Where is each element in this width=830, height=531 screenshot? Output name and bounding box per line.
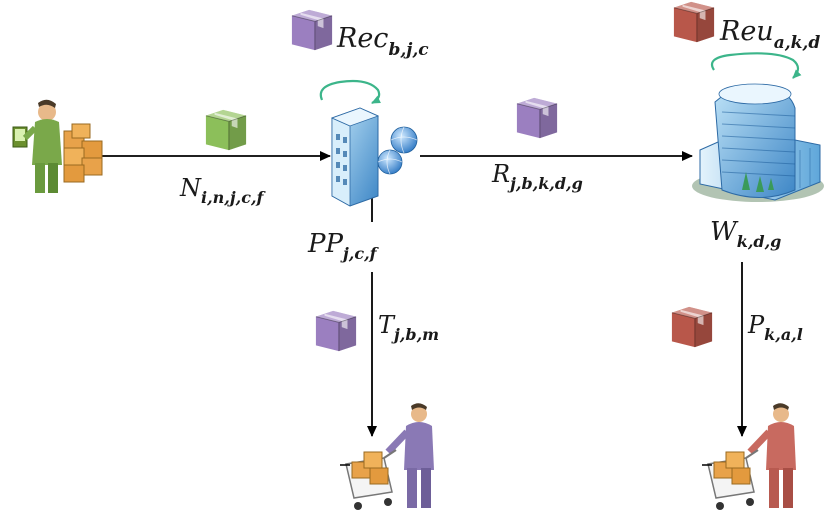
label-t-flow: Tj,b,m <box>378 311 439 344</box>
package-purple-r-icon <box>516 97 558 139</box>
label-n-flow: Ni,n,j,c,f <box>179 174 267 207</box>
label-reu: Reua,k,d <box>719 16 820 53</box>
warehouse-building-icon <box>692 83 824 202</box>
package-red-reu-icon <box>673 1 715 43</box>
customer-shopping-cart-icon <box>702 403 796 510</box>
package-red-p-icon <box>671 306 713 348</box>
label-pp: PPj,c,f <box>307 229 380 263</box>
package-green-icon <box>205 109 247 151</box>
supplier-person-icon <box>12 99 103 193</box>
label-p-flow: Pk,a,l <box>747 311 803 344</box>
label-rec: Recb,j,c <box>336 23 429 60</box>
cycle-arrow-warehouse-icon <box>710 52 802 79</box>
package-purple-t-icon <box>315 310 357 352</box>
label-w: Wk,d,g <box>710 217 781 251</box>
cycle-arrow-plant-icon <box>319 79 381 104</box>
package-purple-rec-icon <box>291 9 333 51</box>
production-plant-building-icon <box>330 107 418 222</box>
label-r-flow: Rj,b,k,d,g <box>491 160 583 193</box>
customer-shopping-cart-icon <box>340 403 434 510</box>
